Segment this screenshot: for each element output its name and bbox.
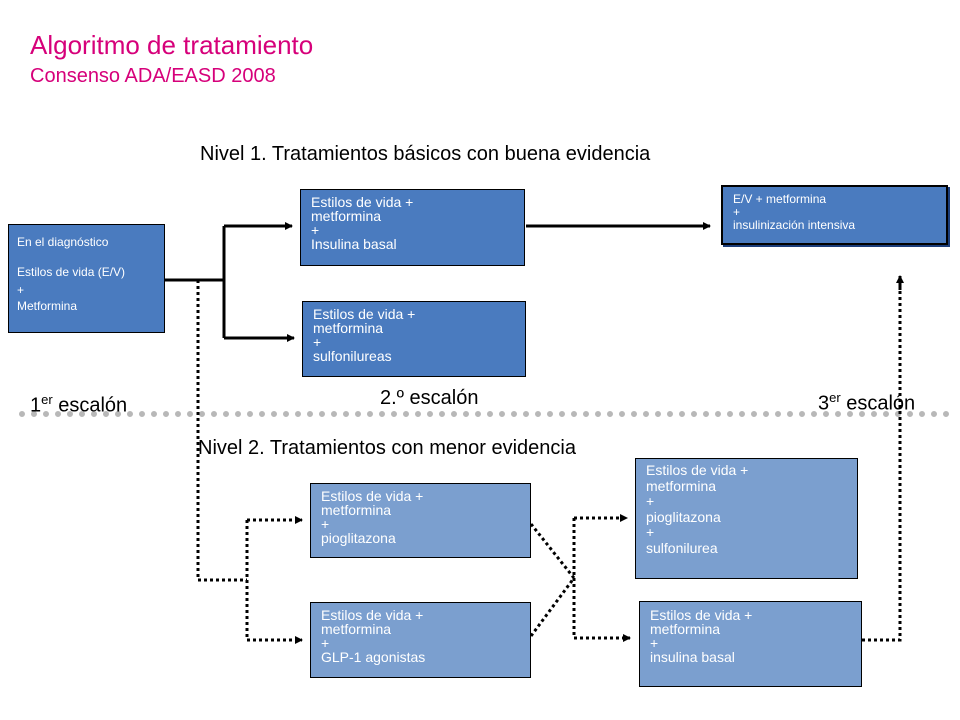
box-diagnosis-line4: Metformina — [17, 299, 78, 313]
box-sulfo-line1: Estilos de vida + — [313, 306, 416, 322]
level1-heading: Nivel 1. Tratamientos básicos con buena … — [200, 143, 651, 165]
box-basal-line4: Insulina basal — [311, 236, 397, 252]
box-glp-line3: + — [321, 635, 330, 651]
box-intensive-line2: + — [733, 205, 741, 219]
box-intensive-insulin: E/V + metformina + insulinización intens… — [721, 185, 948, 245]
box-pio-line4: pioglitazona — [321, 530, 396, 546]
box-basal2-line3: + — [650, 635, 659, 651]
box-sulfo-line2: metformina — [313, 320, 384, 336]
level2-connectors — [196, 275, 904, 644]
box-glp1-agonists: Estilos de vida + metformina + GLP-1 ago… — [310, 602, 531, 678]
box-basal2-line4: insulina basal — [650, 649, 735, 665]
box-diagnosis-line2: Estilos de vida (E/V) — [17, 265, 126, 279]
box-basal-line2: metformina — [311, 208, 382, 224]
box-basal-line3: + — [311, 222, 320, 238]
box-basal-insulin: Estilos de vida + metformina + Insulina … — [300, 189, 525, 266]
box-pio-sulfo-line1: Estilos de vida + — [646, 462, 749, 478]
box-diagnosis-line1: En el diagnóstico — [17, 235, 109, 249]
box-intensive-line1: E/V + metformina — [733, 192, 827, 206]
box-glp-line2: metformina — [321, 621, 392, 637]
box-pio-sulfo-line5: + — [646, 524, 655, 540]
box-pio-sulfo-line2: metformina — [646, 477, 717, 494]
box-pio-sulfo-line3: + — [646, 493, 655, 509]
box-diagnosis-line3: + — [17, 283, 25, 297]
box-pio-line3: + — [321, 516, 330, 532]
box-sulfo-line3: + — [313, 334, 322, 350]
step-second-label: 2.º escalón — [380, 387, 479, 409]
page-subtitle: Consenso ADA/EASD 2008 — [30, 65, 276, 87]
box-glp-line1: Estilos de vida + — [321, 607, 424, 623]
level1-connectors — [165, 222, 711, 342]
box-sulfo-line4: sulfonilureas — [313, 348, 392, 364]
box-basal2-line2: metformina — [650, 621, 721, 637]
box-intensive-line3: insulinización intensiva — [733, 218, 856, 232]
box-pioglitazone: Estilos de vida + metformina + pioglitaz… — [310, 483, 531, 558]
step-first-label: 1er escalón — [30, 392, 128, 417]
box-basal-insulin-level2: Estilos de vida + metformina + insulina … — [639, 601, 862, 687]
box-pio-sulfo-line6: sulfonilurea — [646, 539, 718, 556]
box-pio-line1: Estilos de vida + — [321, 488, 424, 504]
box-glp-line4: GLP-1 agonistas — [321, 649, 426, 665]
level2-heading: Nivel 2. Tratamientos con menor evidenci… — [198, 437, 576, 459]
box-basal2-line1: Estilos de vida + — [650, 607, 753, 623]
box-pio-sulfo-line4: pioglitazona — [646, 508, 721, 525]
box-pioglitazone-sulfonylurea: Estilos de vida + metformina + pioglitaz… — [635, 458, 858, 579]
box-basal-line1: Estilos de vida + — [311, 194, 414, 210]
box-pio-line2: metformina — [321, 502, 392, 518]
box-diagnosis: En el diagnóstico Estilos de vida (E/V) … — [8, 224, 165, 333]
page-title: Algoritmo de tratamiento — [30, 30, 314, 60]
box-sulfonylureas: Estilos de vida + metformina + sulfonilu… — [302, 301, 526, 377]
step-third-label: 3er escalón — [818, 390, 916, 415]
